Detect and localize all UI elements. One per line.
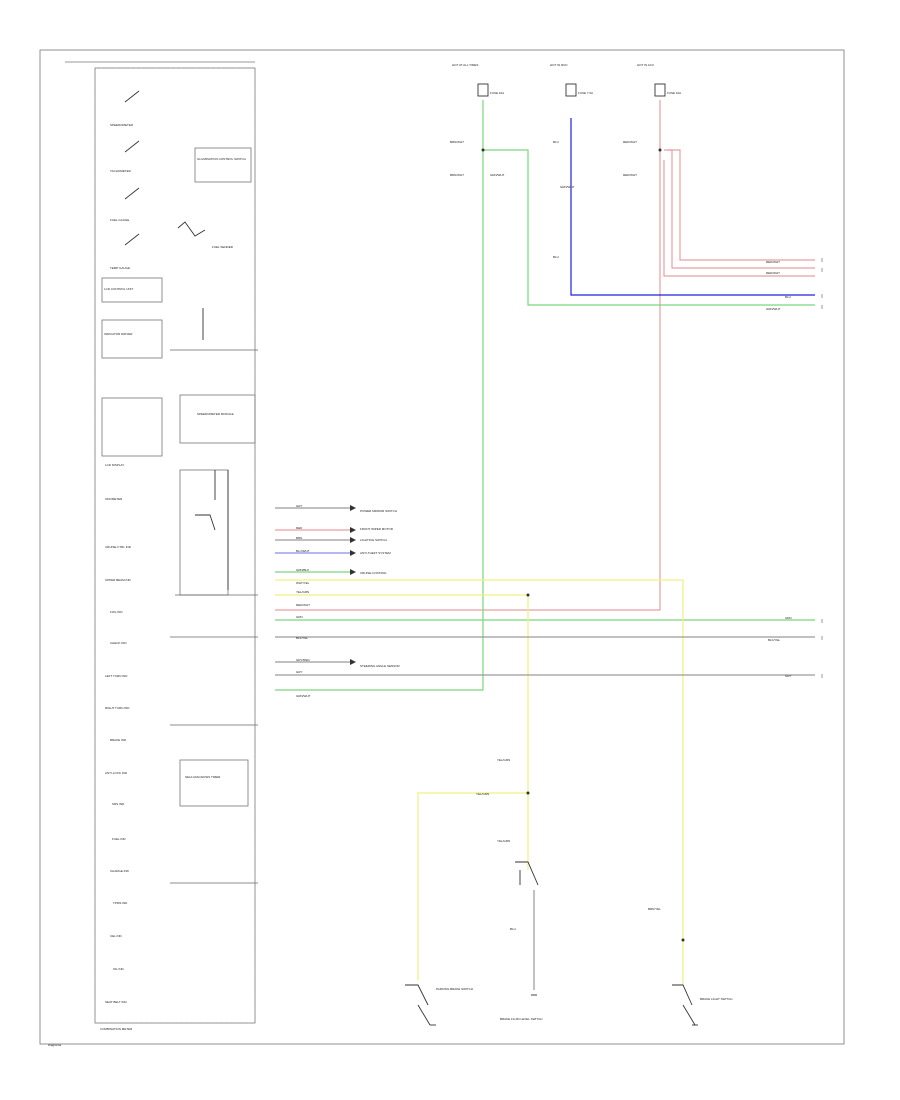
right-tag: RED/WHT <box>766 271 780 275</box>
internal-block-labels: ILLUMINATION CONTROL SWITCH FUEL SENDER … <box>104 157 246 779</box>
wire-color: GRY/RED <box>296 658 310 662</box>
gauge-label: TEMP GAUGE <box>110 266 130 270</box>
wire-dest: STEERING ANGLE SENSOR <box>360 664 401 668</box>
indicator-label: CHECK IND <box>110 641 127 645</box>
indicator-label: RIGHT TURN IND <box>105 706 130 710</box>
indicator-label: UPPER BEAM IND <box>105 578 132 582</box>
wire-color: GRY <box>296 504 302 508</box>
indicator-label: SEAT BELT IND <box>105 1000 127 1004</box>
gauge-label: TACHOMETER <box>110 169 132 173</box>
wire-color: BRN <box>296 536 302 540</box>
indicator-label: ODOMETER <box>105 497 123 501</box>
block-label: SELF-DIAGNOSIS TIMER <box>185 775 221 779</box>
connector-label: BLU <box>553 140 559 144</box>
mid-wire-labels: GRY POWER MIRROR SWITCH RED FRONT WIPER … <box>296 504 401 698</box>
connector-label: BLU <box>510 927 516 931</box>
indicator-label: SRS IND <box>112 802 125 806</box>
connector-label: BRN/YEL <box>648 907 661 911</box>
component-label: PARKING BRAKE SWITCH <box>436 987 473 991</box>
wire-dest: FRONT WIPER MOTOR <box>360 527 394 531</box>
wire-color: RED <box>296 526 303 530</box>
connector-label: BRN/WHT <box>450 140 464 144</box>
indicator-labels: LCD DISPLAY ODOMETER CRUISE CTRL IND UPP… <box>105 463 132 1004</box>
page-frame <box>39 49 845 1045</box>
source-fuse: FUSE 10A <box>667 91 681 95</box>
wire-color: GRN <box>296 615 303 619</box>
indicator-label: TPMS IND <box>113 901 128 905</box>
connector-label: GRN/WHT <box>490 173 504 177</box>
indicator-label: CEL IND <box>110 934 123 938</box>
right-tag: BLU <box>785 295 791 299</box>
power-sources: HOT AT ALL TIMES FUSE 10A HOT IN RUN FUS… <box>452 63 681 95</box>
indicator-label: CRUISE CTRL IND <box>105 545 132 549</box>
gauge-label: FUEL GAUGE <box>110 218 129 222</box>
connector-label: RED/WHT <box>623 173 637 177</box>
connector-label: BRN/WHT <box>450 173 464 177</box>
connector-label: YEL/GRN <box>497 839 510 843</box>
right-tag: GRN/WHT <box>766 307 780 311</box>
indicator-label: CHARGE IND <box>110 869 130 873</box>
source-fuse: FUSE 7.5A <box>578 91 593 95</box>
indicator-label: LCD DISPLAY <box>105 463 124 467</box>
source-name: HOT IN ACC <box>637 63 655 67</box>
bottom-components: PARKING BRAKE SWITCH BRAKE FLUID LEVEL S… <box>436 987 732 1021</box>
block-label: SPEEDOMETER MODULE <box>197 412 234 416</box>
wire-color: WHT/YEL <box>296 581 310 585</box>
wire-dest: POWER MIRROR SWITCH <box>360 509 397 513</box>
source-fuse: FUSE 10A <box>490 91 504 95</box>
indicator-label: BRAKE IND <box>110 738 127 742</box>
wire-dest: LIGHTING SWITCH <box>360 538 387 542</box>
gauge-label: SPEEDOMETER <box>110 123 134 127</box>
connector-label: YEL/GRN <box>476 792 489 796</box>
connector-label: RED/WHT <box>623 140 637 144</box>
right-tag: BLK/YEL <box>768 638 781 642</box>
figure-label: Diagrama <box>48 1043 61 1047</box>
source-name: HOT AT ALL TIMES <box>452 63 478 67</box>
indicator-label: LEFT TURN IND <box>105 674 128 678</box>
wire-color: RED/WHT <box>296 603 310 607</box>
block-label: ILLUMINATION CONTROL SWITCH <box>197 157 246 161</box>
wire-color: BLU/WHT <box>296 549 310 553</box>
indicator-label: ANTI-LOCK IND <box>105 771 128 775</box>
connector-label: BLU <box>553 255 559 259</box>
wire-dest: CRUISE CONTROL <box>360 571 387 575</box>
right-wire-tags: RED/WHT RED/WHT BLU GRN/WHT GRN BLK/YEL … <box>766 260 792 678</box>
block-label: FUEL SENDER <box>212 245 234 249</box>
indicator-label: FOG IND <box>110 610 123 614</box>
right-tag: RED/WHT <box>766 260 780 264</box>
indicator-label: OIL IND <box>113 967 125 971</box>
wire-dest: ANTI-THEFT SYSTEM <box>360 551 391 555</box>
wire-color: BLK/YEL <box>296 636 309 640</box>
connector-label: YEL/GRN <box>497 758 510 762</box>
block-label: LCD CONTROL UNIT <box>104 287 133 291</box>
cluster-title: COMBINATION METER <box>100 1027 133 1031</box>
gauge-labels: SPEEDOMETER TACHOMETER FUEL GAUGE TEMP G… <box>110 123 134 270</box>
indicator-label: FUEL IND <box>112 837 126 841</box>
right-tag: GRY <box>785 674 791 678</box>
component-label: BRAKE LIGHT SWITCH <box>700 997 732 1001</box>
connector-labels: BRN/WHT BLU BRN/WHT BLU RED/WHT RED/WHT … <box>450 140 661 931</box>
wire-color: GRY <box>296 670 302 674</box>
connector-label: GRN/WHT <box>560 185 574 189</box>
right-tag: GRN <box>785 616 792 620</box>
source-name: HOT IN RUN <box>550 63 567 67</box>
component-label: BRAKE FLUID LEVEL SWITCH <box>500 1017 542 1021</box>
block-label: INDICATOR DRIVER <box>104 332 133 336</box>
wire-color: YEL/GRN <box>296 590 309 594</box>
wire-color: GRN/WHT <box>296 694 310 698</box>
wire-color: GRN/BLK <box>296 568 309 572</box>
